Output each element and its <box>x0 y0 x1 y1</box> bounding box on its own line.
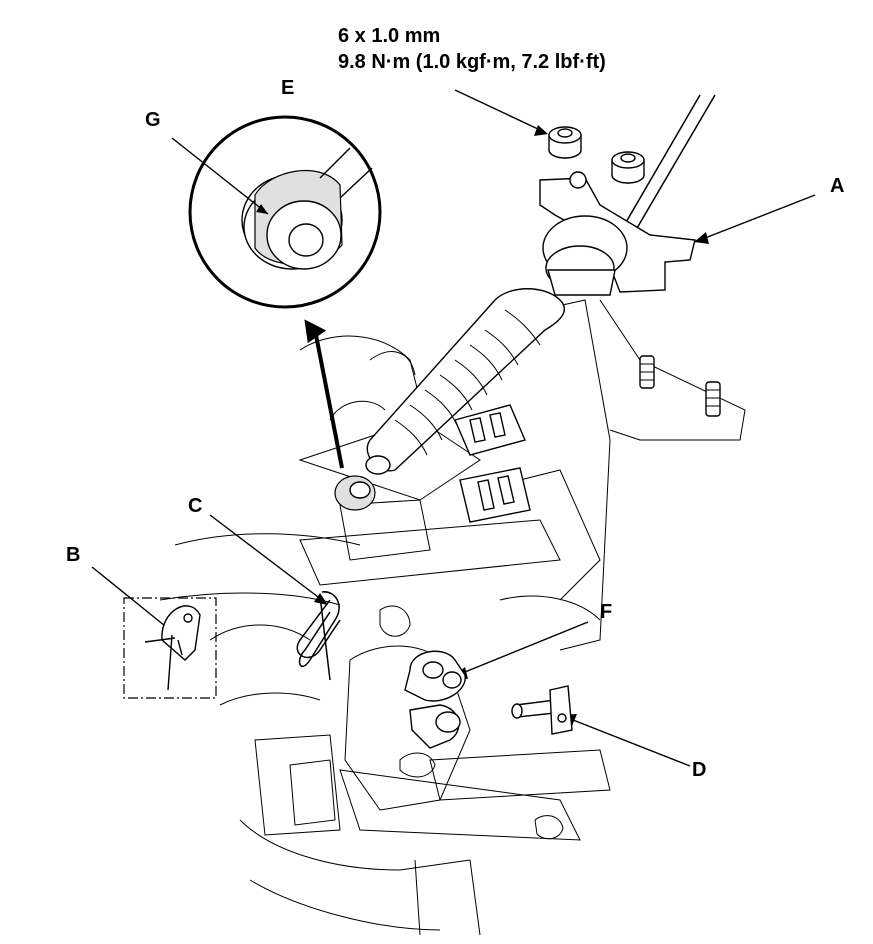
detail-circle-e <box>188 115 382 309</box>
electrical-connector <box>459 467 531 523</box>
callout-c: C <box>188 495 202 517</box>
detail-b <box>123 597 217 699</box>
cable-clip <box>296 591 341 681</box>
transmission-housing-outline <box>159 299 746 936</box>
flange-nut <box>548 126 582 159</box>
callout-f: F <box>600 601 612 623</box>
torque-spec-value: 9.8 N·m (1.0 kgf·m, 7.2 lbf·ft) <box>338 51 606 73</box>
callout-g: G <box>145 109 161 131</box>
callout-a: A <box>830 175 844 197</box>
mounting-stud <box>639 355 655 389</box>
shift-lever-arm <box>404 650 466 749</box>
shift-cable <box>617 94 716 241</box>
mounting-stud <box>705 381 721 417</box>
detail-arrow <box>304 319 344 469</box>
cable-cup <box>542 215 628 296</box>
callout-e: E <box>281 77 294 99</box>
cable-end-bushing <box>334 455 391 511</box>
torque-spec-size: 6 x 1.0 mm <box>338 25 440 47</box>
cable-boot <box>366 288 565 472</box>
flange-nut <box>611 151 645 184</box>
electrical-connector <box>454 404 526 456</box>
lever-pin <box>511 685 573 735</box>
callout-d: D <box>692 759 706 781</box>
callout-b: B <box>66 544 80 566</box>
